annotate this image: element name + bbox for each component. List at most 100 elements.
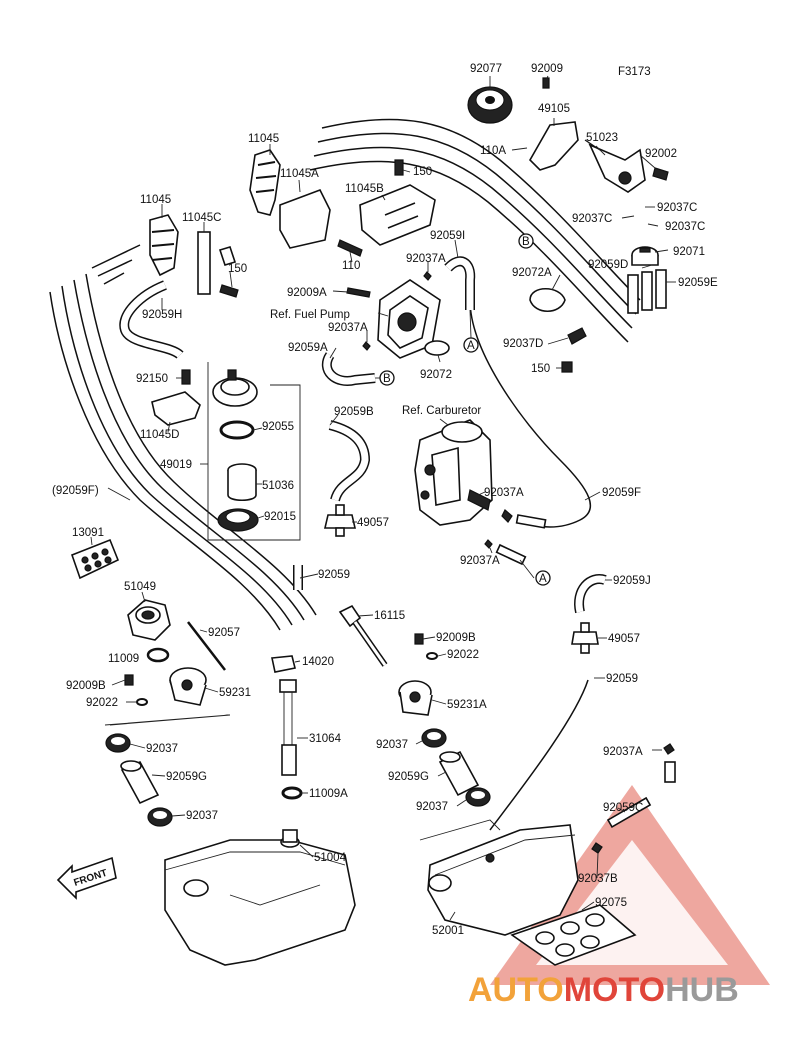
part-92077-cap	[467, 86, 513, 124]
label-92059F-left: (92059F)	[52, 485, 99, 497]
label-92059-1: 92059	[318, 569, 350, 581]
label-51023: 51023	[586, 132, 618, 144]
label-11045A: 11045A	[280, 168, 319, 180]
label-92059A: 92059A	[288, 342, 328, 354]
part-92059G-hose-1	[120, 760, 160, 805]
label-ref-fuel-pump: Ref. Fuel Pump	[270, 309, 350, 321]
ref-circle-B-right	[518, 233, 534, 249]
label-92009B-1: 92009B	[436, 632, 476, 644]
part-11045B-bracket	[359, 184, 436, 246]
front-arrow	[56, 856, 117, 900]
part-hose-carb-1	[515, 514, 547, 529]
part-11045D-bracket	[151, 391, 201, 426]
label-92037C-1: 92037C	[657, 202, 697, 214]
label-92077: 92077	[470, 63, 502, 75]
part-92071-cap	[631, 246, 659, 266]
part-92059G-hose-2	[438, 750, 480, 797]
part-16115-valve	[338, 604, 388, 667]
label-92059J: 92059J	[613, 575, 651, 587]
part-92037A-clip-2	[362, 341, 371, 351]
label-92059B: 92059B	[334, 406, 374, 418]
label-11009: 11009	[108, 653, 139, 665]
part-pin	[218, 246, 237, 266]
part-92075-pad	[510, 904, 637, 966]
labels: F3173 92077 92009 49105 110A 51023 92002…	[52, 63, 718, 937]
label-92037D: 92037D	[503, 338, 543, 350]
label-150-top: 150	[413, 166, 432, 178]
label-92022-1: 92022	[447, 649, 479, 661]
hose-top-1	[321, 118, 641, 301]
label-49105: 49105	[538, 103, 570, 115]
part-49019-top	[212, 369, 258, 407]
label-92150: 92150	[136, 373, 168, 385]
label-92002: 92002	[645, 148, 677, 160]
label-49057-2: 49057	[608, 633, 640, 645]
label-11009A: 11009A	[309, 788, 348, 800]
part-150-bolt-left	[219, 284, 239, 298]
part-92037-clamp-3	[421, 728, 447, 748]
hose-left-3	[73, 279, 305, 621]
part-150-bolt-right	[561, 361, 573, 373]
part-92059C-hose	[606, 796, 652, 829]
label-51049: 51049	[124, 581, 156, 593]
label-49019: 49019	[160, 459, 192, 471]
label-92059F-right: 92059F	[602, 487, 641, 499]
label-92071: 92071	[673, 246, 705, 258]
hose-top-2	[317, 132, 637, 315]
part-49057-valve-1	[323, 504, 357, 537]
parts	[56, 77, 676, 966]
label-92009B-2: 92009B	[66, 680, 106, 692]
part-92009A-bolt	[346, 287, 371, 298]
label-31064: 31064	[309, 733, 342, 745]
label-92022-2: 92022	[86, 697, 118, 709]
watermark-moto: MOTO	[564, 971, 665, 1009]
hose-left-2	[61, 285, 293, 626]
part-92055-ring	[219, 420, 255, 440]
label-92037A-1: 92037A	[406, 253, 446, 265]
label-13091: 13091	[72, 527, 104, 539]
label-92015: 92015	[264, 511, 296, 523]
part-51036-filter	[227, 463, 257, 502]
svg-text:AUTOMOTOHUB: AUTOMOTOHUB	[468, 971, 739, 1009]
label-92037-1: 92037	[146, 743, 178, 755]
label-A-1: A	[467, 340, 475, 352]
part-92072-clamp	[424, 340, 450, 356]
ref-circle-A-2	[535, 570, 551, 586]
label-59231A: 59231A	[447, 699, 487, 711]
label-92072A: 92072A	[512, 267, 552, 279]
hose-left-1	[49, 291, 281, 631]
label-51004: 51004	[314, 852, 347, 864]
label-92059G-2: 92059G	[388, 771, 429, 783]
label-92055: 92055	[262, 421, 294, 433]
part-59231-fitting	[169, 667, 207, 706]
part-92015-ring	[217, 508, 259, 532]
part-92002-bolt	[652, 167, 669, 181]
label-52001: 52001	[432, 925, 464, 937]
label-110A: 110A	[480, 145, 506, 157]
label-92037A-3: 92037A	[484, 487, 524, 499]
part-92037-clamp-2	[147, 807, 173, 827]
label-92059I: 92059I	[430, 230, 465, 242]
label-92059E: 92059E	[678, 277, 718, 289]
label-49057-1: 49057	[357, 517, 389, 529]
hose-top-4	[309, 160, 629, 343]
watermark-hub: HUB	[665, 971, 739, 1009]
part-carburetor	[414, 419, 493, 526]
label-92057: 92057	[208, 627, 240, 639]
label-11045-left: 11045	[140, 194, 171, 206]
label-92037-2: 92037	[376, 739, 408, 751]
part-11045A-bracket	[279, 188, 331, 249]
figure-code: F3173	[618, 66, 651, 78]
part-49019-box	[207, 362, 301, 541]
part-11045C-strap	[197, 231, 211, 295]
part-92022-washer-2	[426, 652, 438, 660]
label-92037C-3: 92037C	[665, 221, 705, 233]
label-11045-top: 11045	[248, 133, 279, 145]
part-hose-carb-2	[495, 543, 527, 566]
part-49105-bracket	[529, 121, 579, 171]
label-150-left: 150	[228, 263, 247, 275]
hose-92059B	[328, 420, 371, 502]
long-hoses	[49, 118, 641, 831]
part-52001-fuel-tank	[427, 824, 579, 936]
